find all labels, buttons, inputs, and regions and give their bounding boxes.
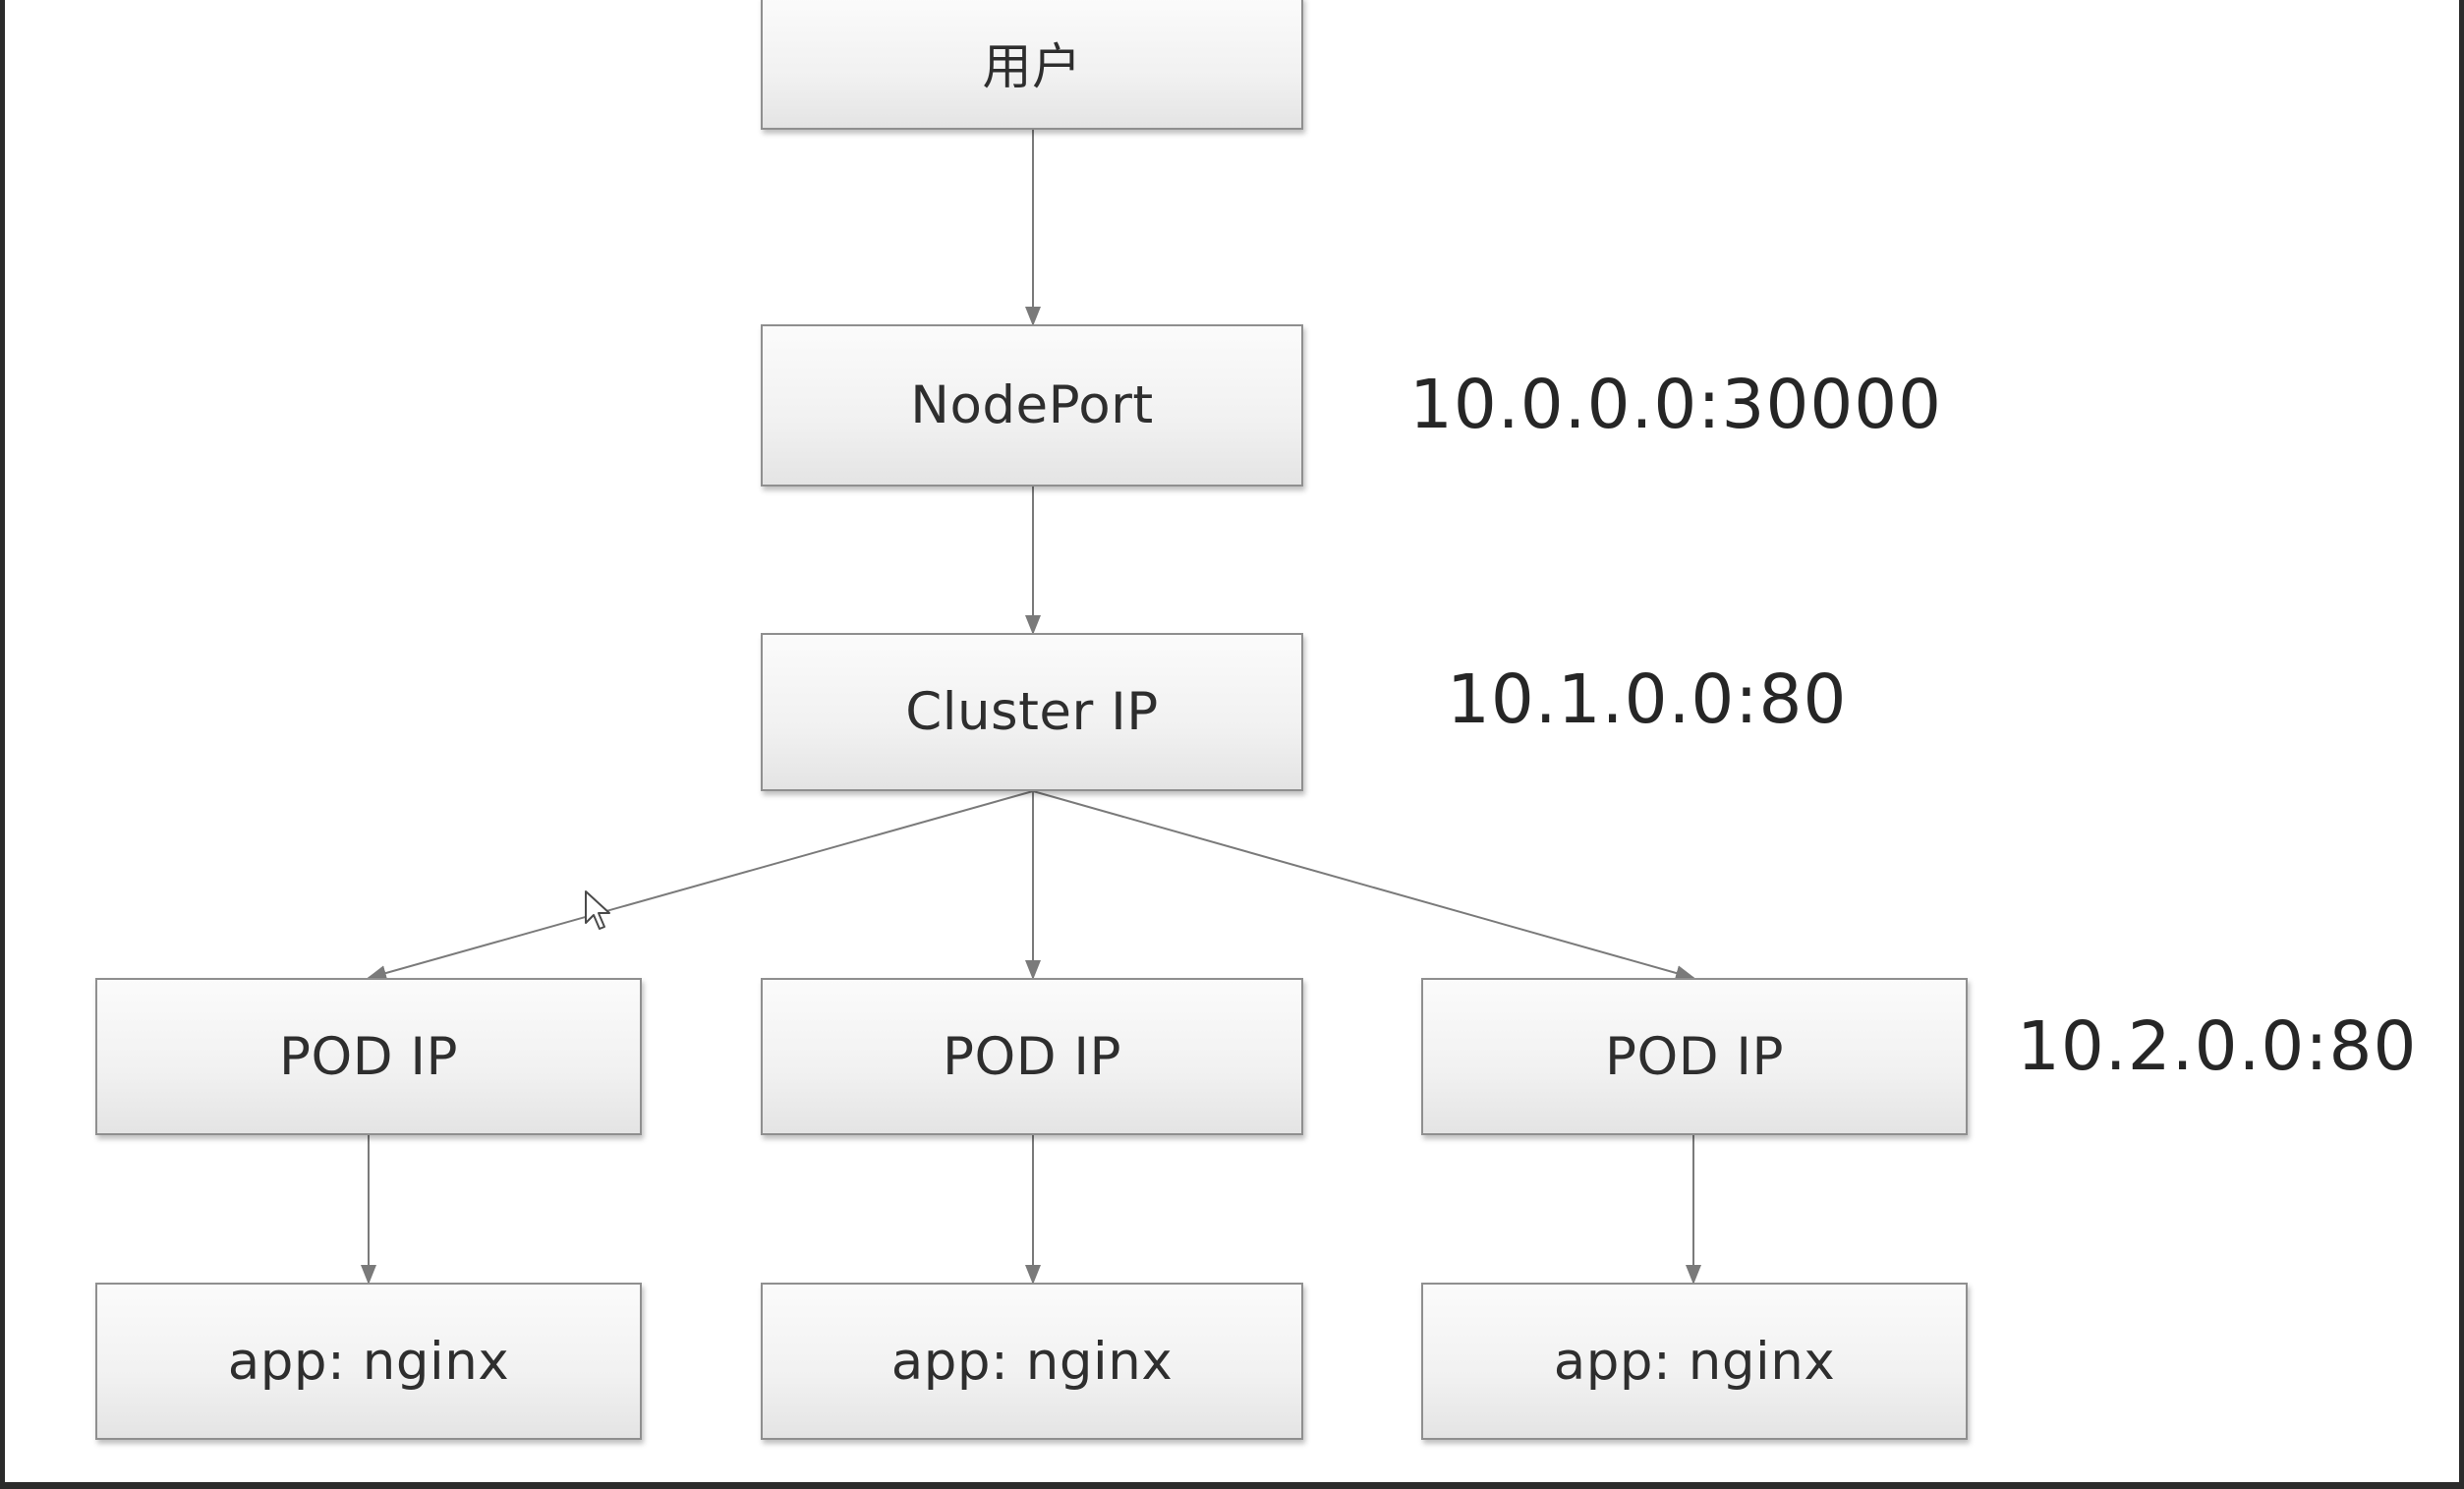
pod-ip-node-3[interactable]: POD IP <box>1421 978 1968 1135</box>
nodeport-node[interactable]: NodePort <box>761 324 1303 487</box>
user-node[interactable]: 用户 <box>761 0 1303 130</box>
cluster-ip-node[interactable]: Cluster IP <box>761 633 1303 791</box>
pod-ip-node-1[interactable]: POD IP <box>95 978 642 1135</box>
nodeport-address-label: 10.0.0.0:30000 <box>1409 366 1943 444</box>
mouse-cursor-icon <box>585 890 610 930</box>
app-nginx-node-3[interactable]: app: nginx <box>1421 1283 1968 1440</box>
app-nginx-node-1[interactable]: app: nginx <box>95 1283 642 1440</box>
cluster-ip-address-label: 10.1.0.0:80 <box>1447 660 1848 739</box>
edge-cluster-ip-to-pod-1 <box>367 790 1034 981</box>
pod-address-label: 10.2.0.0:80 <box>2017 1007 2418 1086</box>
app-nginx-node-2[interactable]: app: nginx <box>761 1283 1303 1440</box>
pod-ip-node-2[interactable]: POD IP <box>761 978 1303 1135</box>
edge-cluster-ip-to-pod-3 <box>1032 790 1695 981</box>
